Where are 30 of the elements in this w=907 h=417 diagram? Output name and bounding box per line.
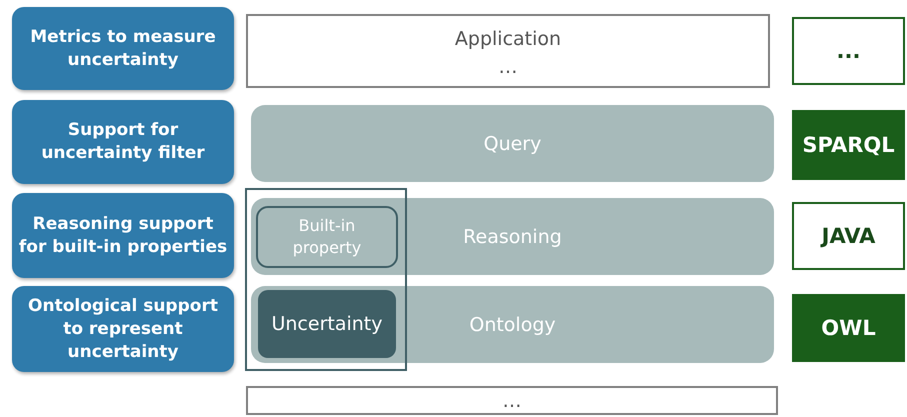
layer-box [246,14,770,88]
technology-box [792,17,905,85]
layer-name: Query [484,132,542,154]
layer-name: … [502,390,522,410]
layer-name: Ontology [469,314,556,336]
technology-box [792,202,905,270]
goal-text: Metrics to measure uncertainty [29,26,217,72]
goal-text: Support for uncertainty filter [40,119,206,165]
component-box [258,290,396,358]
component-name: Built-in property [292,215,362,259]
goal-box [12,7,234,90]
technology-name: JAVA [822,224,876,248]
goal-text: Ontological support to represent uncertainty [27,294,219,364]
technology-name: SPARQL [802,133,895,157]
technology-name: ... [836,39,860,63]
goal-text: Reasoning support for built-in properties [18,212,228,258]
goal-box [12,100,234,184]
layer-band [251,105,774,182]
layer-name: Application [454,28,562,50]
technology-name: OWL [821,316,876,340]
technology-box [792,110,905,180]
layer-name: Reasoning [463,226,562,248]
outline-frame [245,188,407,371]
component-box [256,206,398,268]
ellipsis-text: … [498,56,518,78]
component-name: Uncertainty [271,313,382,335]
goal-box [12,286,234,372]
layer-box [246,386,778,415]
goal-box [12,193,234,278]
technology-box [792,294,905,362]
